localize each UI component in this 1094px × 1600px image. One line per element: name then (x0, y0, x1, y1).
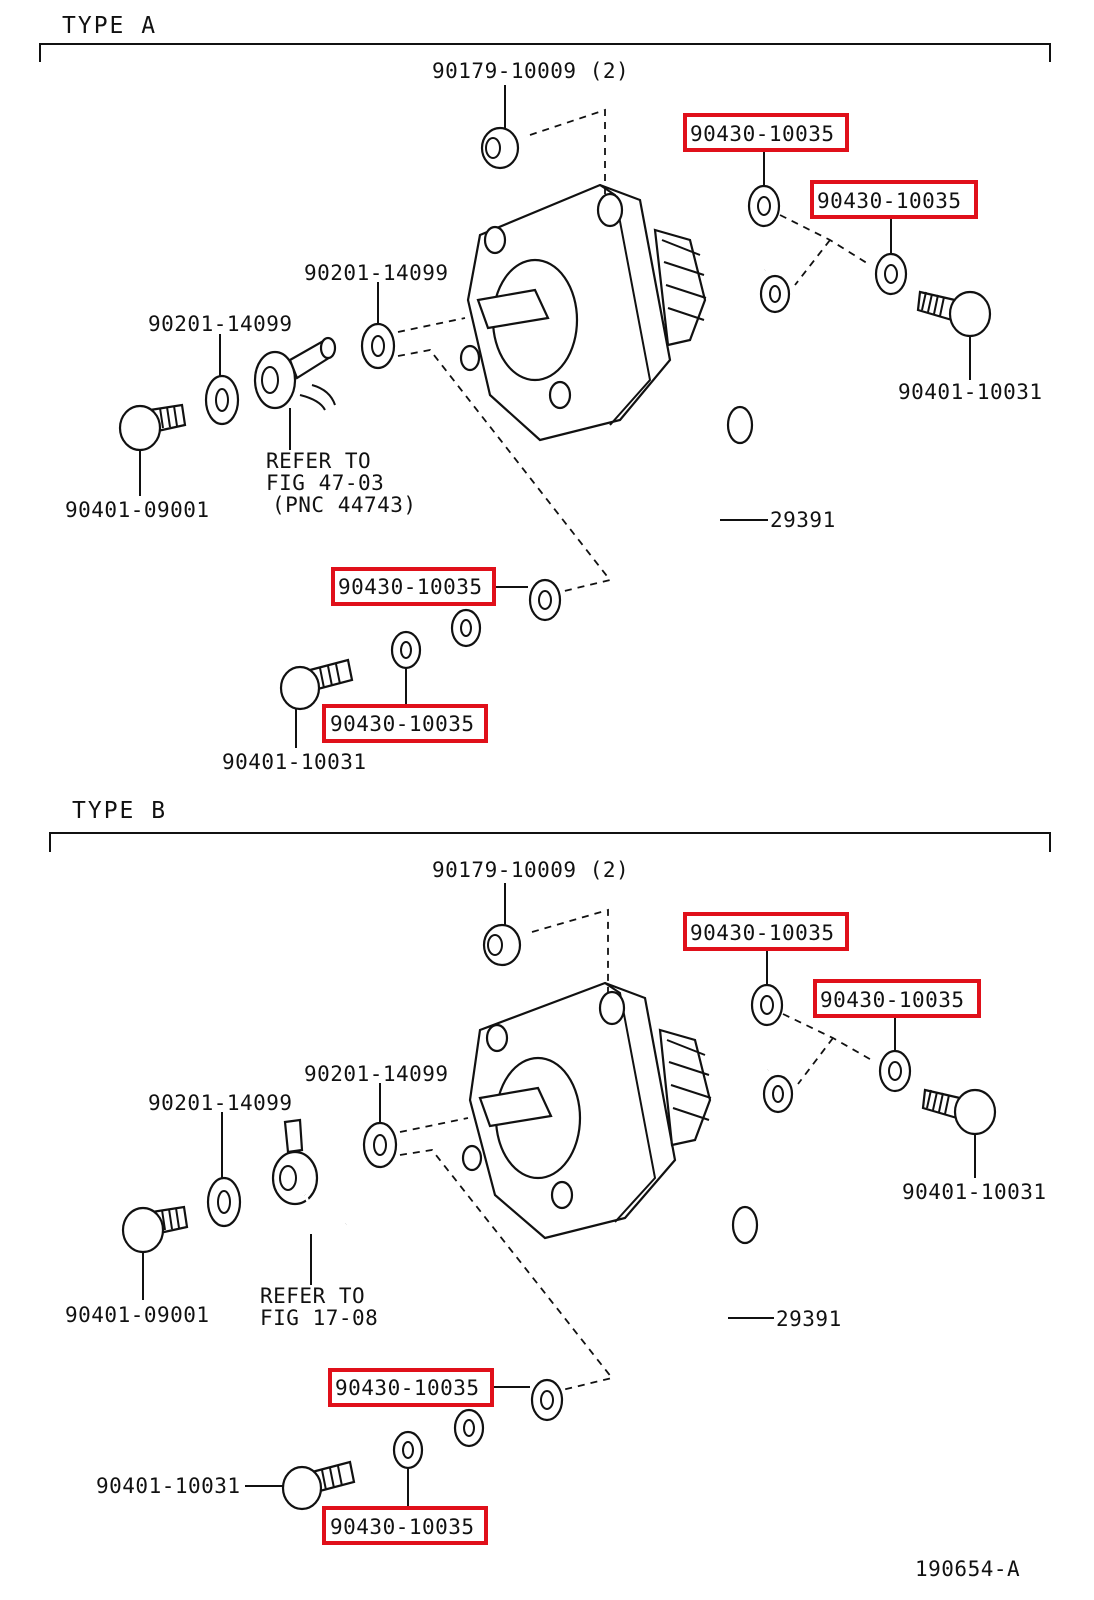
type-b-label-bolt-right: 90401-10031 (902, 1180, 1047, 1204)
bolt-icon (118, 403, 187, 452)
type-b-label-gasket-top-2: 90430-10035 (820, 988, 965, 1012)
highlight-box (322, 704, 488, 743)
gasket-icon (204, 374, 240, 426)
type-a-label-gasket-top-1: 90430-10035 (690, 122, 835, 146)
type-b-refer-line2: FIG 17-08 (260, 1306, 378, 1330)
type-b-label-bolt-left: 90401-09001 (65, 1303, 210, 1327)
type-b-frame (49, 832, 1051, 852)
highlight-box (683, 912, 849, 951)
gasket-icon (747, 184, 781, 228)
type-a-label-gasket-bottom-2: 90430-10035 (330, 712, 475, 736)
vacuum-pump-body (459, 183, 707, 442)
highlight-box (813, 979, 981, 1018)
gasket-icon (392, 1430, 424, 1470)
bolt-icon (121, 1205, 189, 1254)
type-b-refer-line1: REFER TO (260, 1284, 365, 1308)
type-b-label-top-grommet: 90179-10009 (2) (432, 858, 629, 882)
type-a-frame (39, 43, 1051, 62)
gasket-icon (362, 1121, 398, 1169)
type-b-label-gasket-mid: 90201-14099 (304, 1062, 449, 1086)
bolt-icon (921, 1088, 997, 1136)
highlight-box (328, 1368, 494, 1407)
type-a-label-bolt-left: 90401-09001 (65, 498, 210, 522)
highlight-box (331, 567, 496, 606)
gasket-icon (206, 1176, 242, 1228)
bolt-icon (281, 1460, 356, 1511)
gasket-icon (360, 322, 396, 370)
oil-pipe-icon (450, 267, 860, 659)
gasket-icon (528, 578, 562, 622)
highlight-box (322, 1506, 488, 1545)
grommet-icon (480, 126, 520, 170)
type-b-label-pipe: 29391 (776, 1307, 842, 1331)
type-b-label-gasket-bottom-1: 90430-10035 (335, 1376, 480, 1400)
gasket-icon (390, 630, 422, 670)
type-a-label-top-grommet: 90179-10009 (2) (432, 59, 629, 83)
type-a-header: TYPE A (62, 13, 157, 39)
gasket-icon (878, 1049, 912, 1093)
bolt-icon (279, 658, 354, 711)
type-a-label-bolt-right: 90401-10031 (898, 380, 1043, 404)
type-a-refer-line1: REFER TO (266, 449, 371, 473)
gasket-icon (530, 1378, 564, 1422)
type-a-label-bolt-bottom: 90401-10031 (222, 750, 367, 774)
type-b-label-gasket-left: 90201-14099 (148, 1091, 293, 1115)
type-b-label-bolt-bottom: 90401-10031 (96, 1474, 241, 1498)
oil-pipe-icon (453, 1067, 865, 1459)
type-a-label-gasket-top-2: 90430-10035 (817, 189, 962, 213)
type-a-label-pipe: 29391 (770, 508, 836, 532)
highlight-box (683, 113, 849, 152)
grommet-icon (482, 923, 522, 967)
highlight-box (810, 180, 978, 219)
gasket-icon (874, 252, 908, 296)
type-b-label-gasket-top-1: 90430-10035 (690, 921, 835, 945)
type-a-section: TYPE A 90179-10009 (2) (39, 13, 1051, 774)
type-b-label-gasket-bottom-2: 90430-10035 (330, 1515, 475, 1539)
type-a-refer-line3: (PNC 44743) (272, 493, 417, 517)
bolt-icon (916, 290, 992, 338)
type-a-label-gasket-mid: 90201-14099 (304, 261, 449, 285)
vacuum-pump-body (461, 981, 712, 1240)
gasket-icon (750, 983, 784, 1027)
type-a-refer-line2: FIG 47-03 (266, 471, 384, 495)
type-a-label-gasket-bottom-1: 90430-10035 (338, 575, 483, 599)
type-b-section: TYPE B 90179-10009 (2) (49, 798, 1051, 1545)
union-fitting-icon (271, 1118, 347, 1234)
type-a-label-gasket-left: 90201-14099 (148, 312, 293, 336)
union-fitting-icon (253, 336, 337, 411)
figure-id: 190654-A (915, 1557, 1020, 1581)
type-b-header: TYPE B (72, 798, 167, 824)
